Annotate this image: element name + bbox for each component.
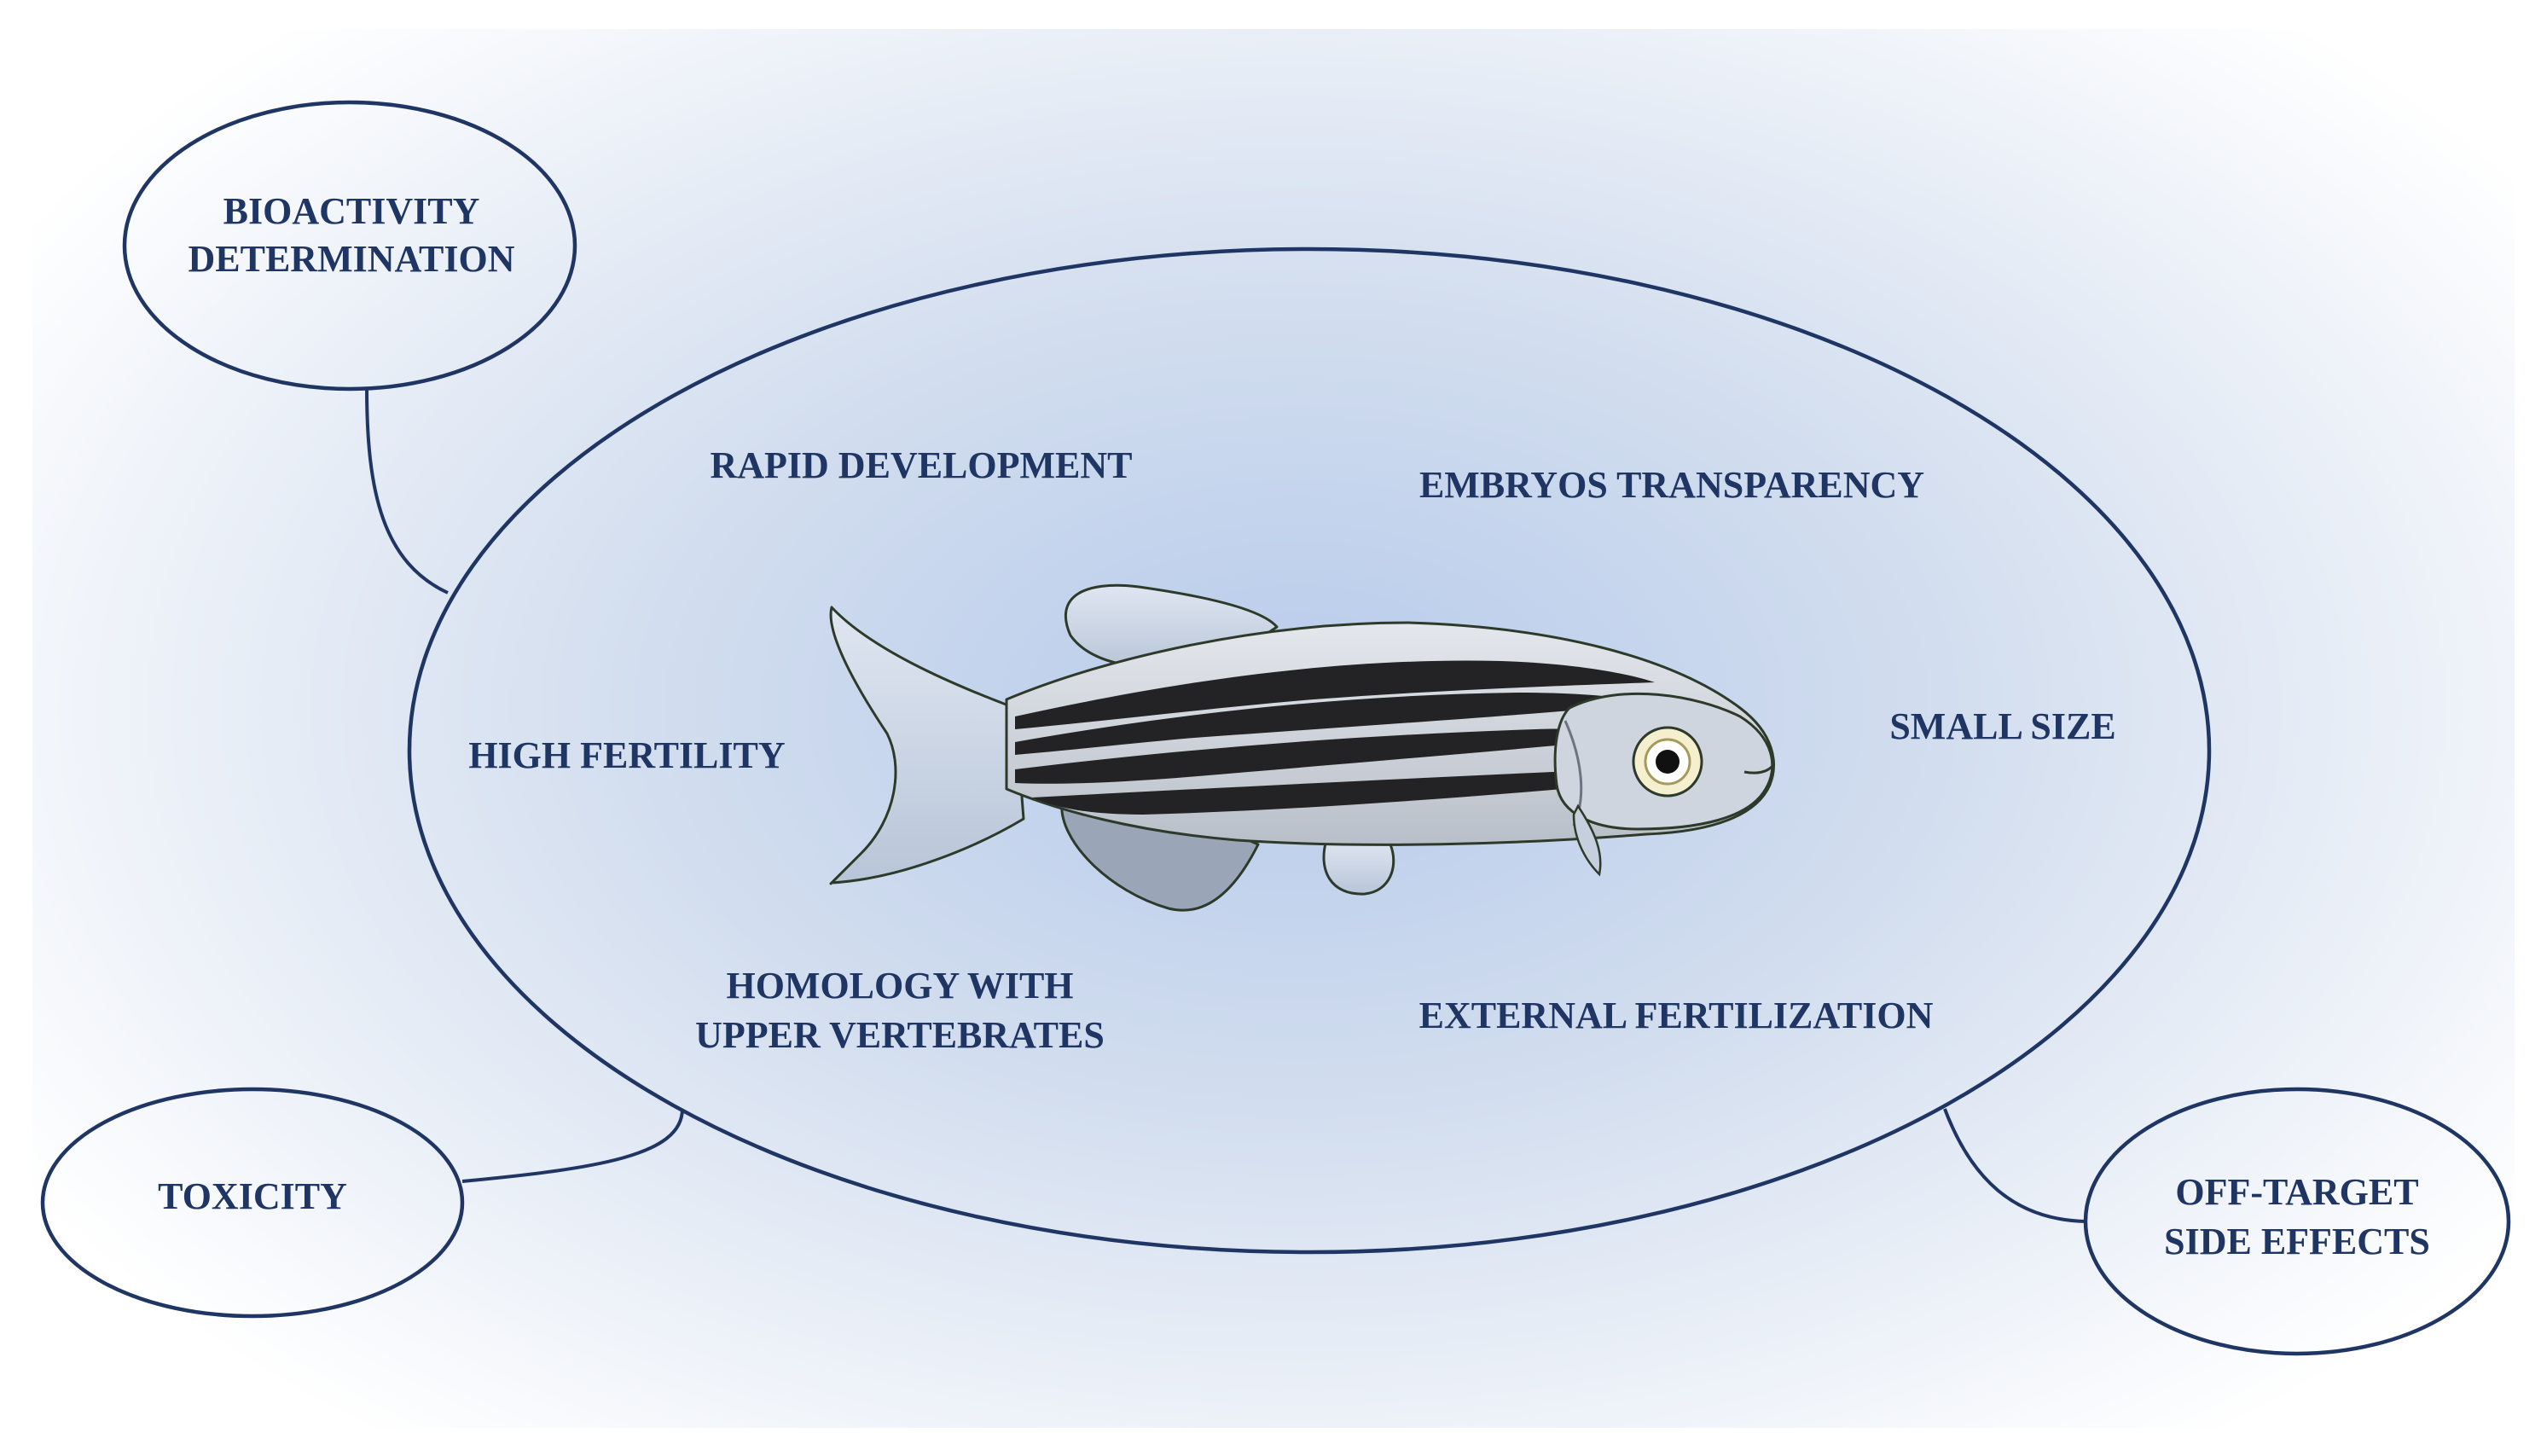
offtarget-ellipse: [2083, 1087, 2511, 1356]
label-bioactivity-line2: DETERMINATION: [188, 238, 514, 280]
bioactivity-ellipse: [122, 100, 577, 392]
label-offtarget-line1: OFF-TARGET: [2175, 1171, 2418, 1213]
application-labels: BIOACTIVITY DETERMINATION TOXICITY OFF-T…: [158, 190, 2430, 1262]
label-high-fertility: HIGH FERTILITY: [468, 734, 785, 776]
label-small-size: SMALL SIZE: [1889, 705, 2115, 747]
label-toxicity: TOXICITY: [158, 1175, 347, 1217]
connector-toxicity: [461, 1108, 684, 1183]
label-homology-line2: UPPER VERTEBRATES: [695, 1014, 1105, 1056]
fish-stripes: [1015, 660, 1655, 815]
pelvic-fin: [1322, 838, 1395, 896]
pectoral-fin: [1572, 803, 1602, 877]
connector-bioactivity: [365, 387, 449, 595]
main-ellipse: [407, 247, 2212, 1255]
connectors: [365, 387, 2086, 1223]
connector-offtarget: [1943, 1108, 2086, 1223]
toxicity-ellipse: [40, 1087, 465, 1319]
label-rapid-development: RAPID DEVELOPMENT: [710, 444, 1132, 486]
center-labels: RAPID DEVELOPMENT EMBRYOS TRANSPARENCY H…: [468, 444, 2115, 1056]
label-homology-line1: HOMOLOGY WITH: [726, 965, 1073, 1006]
label-bioactivity-line1: BIOACTIVITY: [223, 190, 480, 232]
label-external-fertilization: EXTERNAL FERTILIZATION: [1419, 995, 1934, 1036]
label-offtarget-line2: SIDE EFFECTS: [2164, 1221, 2430, 1262]
label-embryos-transparency: EMBRYOS TRANSPARENCY: [1419, 464, 1924, 506]
fish-head: [1553, 692, 1774, 831]
tail-fin: [829, 606, 1025, 885]
